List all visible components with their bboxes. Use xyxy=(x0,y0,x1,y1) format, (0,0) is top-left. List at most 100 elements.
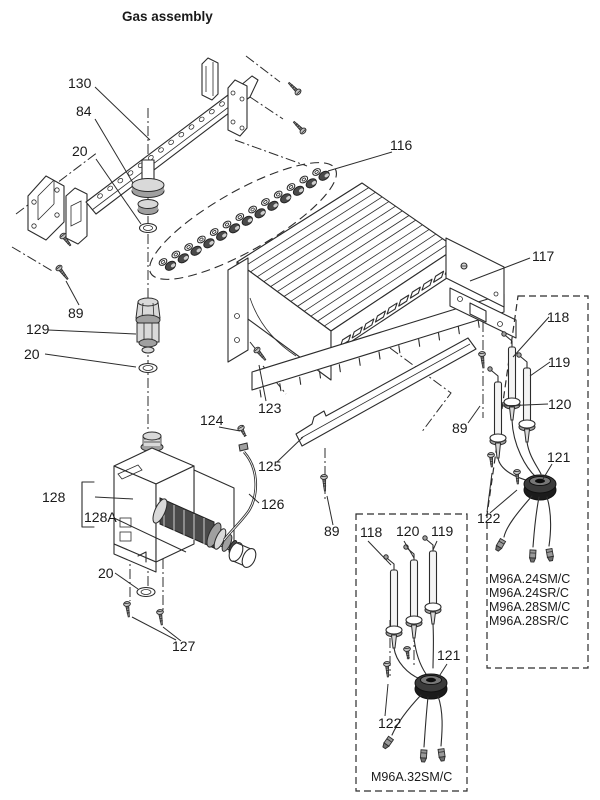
fin-line xyxy=(324,243,450,327)
rail-hole xyxy=(107,185,113,191)
electrode-wire xyxy=(532,496,540,548)
igniter-cable xyxy=(222,442,258,541)
injector xyxy=(158,258,177,271)
fin-line xyxy=(243,187,369,268)
leader-line xyxy=(512,316,550,358)
leader-lines xyxy=(44,86,553,717)
leader-line xyxy=(94,496,134,500)
part-callout-129: 129 xyxy=(26,321,50,337)
injector-set xyxy=(149,162,337,280)
leader-line xyxy=(437,663,448,679)
ignition-electrode xyxy=(403,544,423,639)
model-code: M96A.28SM/C xyxy=(489,600,570,614)
leader-line xyxy=(403,540,415,559)
screw-icon xyxy=(156,609,164,626)
manifold-rail xyxy=(27,57,259,245)
model-code: M96A.24SM/C xyxy=(489,572,570,586)
model-codes-bottom: M96A.32SM/C xyxy=(371,770,452,784)
bracket-128 xyxy=(81,481,95,528)
model-codes-right: M96A.24SM/CM96A.24SR/CM96A.28SM/CM96A.28… xyxy=(489,572,570,628)
electrode-wire xyxy=(393,647,421,680)
stud xyxy=(299,376,302,385)
leader-line xyxy=(131,616,177,641)
electrode-wire xyxy=(526,441,542,475)
screw-icon xyxy=(383,661,391,678)
model-code: M96A.28SR/C xyxy=(489,614,569,628)
part-callout-128: 128 xyxy=(42,489,66,505)
fin-line xyxy=(270,205,396,287)
part-callout-121: 121 xyxy=(437,647,461,663)
part-callout-117: 117 xyxy=(532,248,555,264)
part-callout-123: 123 xyxy=(258,400,282,416)
injector xyxy=(312,168,330,181)
stud xyxy=(477,319,480,328)
leader-line xyxy=(276,436,304,463)
leader-line xyxy=(114,572,139,590)
spade-terminal xyxy=(495,537,507,552)
kit-box-bottom xyxy=(355,513,468,792)
washers xyxy=(136,222,158,598)
rail-hole xyxy=(168,139,174,145)
sight-port xyxy=(386,302,398,315)
part-callout-20: 20 xyxy=(72,143,88,159)
sight-port xyxy=(351,326,363,339)
cable-grommet xyxy=(523,474,557,501)
cable-grommet xyxy=(414,673,448,700)
electrode-wire xyxy=(503,495,533,538)
rail-hole xyxy=(209,109,215,115)
part-callout-124: 124 xyxy=(200,412,224,428)
ignition-electrode xyxy=(501,331,521,421)
screw-icon xyxy=(487,452,495,468)
injector xyxy=(222,220,241,234)
screws xyxy=(55,81,521,678)
model-code: M96A.32SM/C xyxy=(371,770,452,784)
screw-icon xyxy=(513,469,521,485)
fin-line xyxy=(290,219,416,302)
leader-line xyxy=(542,463,553,480)
fin-line xyxy=(310,233,437,317)
screw-icon xyxy=(287,81,302,96)
gas-feed-stack xyxy=(131,159,165,598)
leader-line xyxy=(44,353,137,368)
sight-port xyxy=(421,278,433,291)
fin-line xyxy=(297,224,423,307)
leader-line xyxy=(94,118,134,184)
leader-line xyxy=(469,257,531,282)
part-callout-20: 20 xyxy=(24,346,40,362)
union-129 xyxy=(135,297,161,354)
screw-icon xyxy=(292,120,307,135)
stud xyxy=(338,364,341,373)
sight-port xyxy=(398,294,410,307)
stud xyxy=(279,383,282,392)
part-callout-84: 84 xyxy=(76,103,92,119)
support-bar-125 xyxy=(295,337,477,447)
leader-line xyxy=(489,489,518,514)
stud xyxy=(398,345,401,354)
stud xyxy=(378,351,381,360)
burner-side-plate xyxy=(227,257,249,363)
leader-line xyxy=(95,158,142,225)
screw-icon xyxy=(478,351,486,369)
leader-line xyxy=(113,517,187,553)
part-callout-130: 130 xyxy=(68,75,92,91)
spade-terminal xyxy=(545,547,554,562)
electrode-wire xyxy=(413,637,427,675)
leader-line xyxy=(326,495,334,526)
spade-terminal xyxy=(437,748,446,762)
injector xyxy=(171,250,189,264)
fin-line xyxy=(263,201,390,283)
injector xyxy=(273,190,292,204)
fin-line xyxy=(283,215,410,297)
rail-hole xyxy=(219,101,225,107)
spade-terminal xyxy=(419,749,428,763)
part-callout-127: 127 xyxy=(172,638,196,654)
electrode-wire xyxy=(437,695,443,747)
burner-end-plate xyxy=(445,237,505,308)
part-callout-20: 20 xyxy=(98,565,114,581)
part-callout-118: 118 xyxy=(547,309,570,325)
leader-line xyxy=(47,329,137,335)
washer-ring xyxy=(136,586,156,598)
leader-line xyxy=(258,364,267,402)
electrode-wire xyxy=(511,419,537,478)
